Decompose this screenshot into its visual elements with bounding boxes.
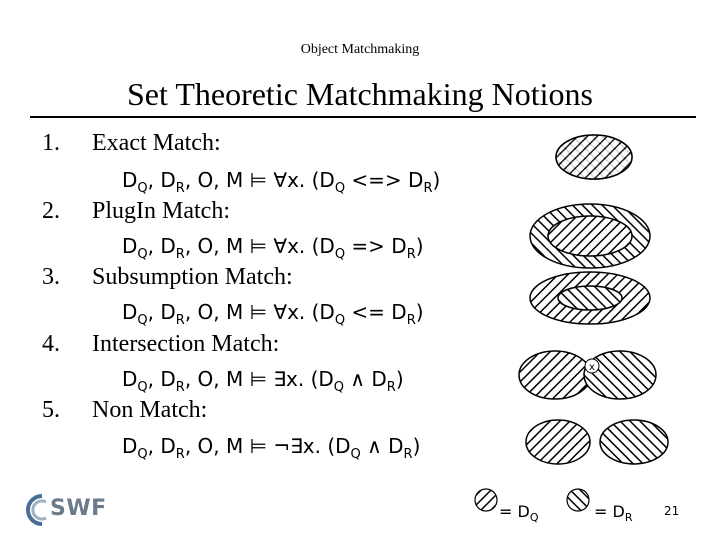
exact-match-diagram xyxy=(555,134,633,180)
intersection-mark: x xyxy=(589,362,595,373)
subsumption-match-diagram xyxy=(529,271,651,325)
title-divider xyxy=(30,116,696,118)
plugin-match-diagram xyxy=(529,203,651,269)
swf-logo-text: SWF xyxy=(50,496,107,521)
legend-q-label: = DQ xyxy=(499,502,539,525)
item-label: Intersection Match: xyxy=(92,331,280,357)
item-number: 3. xyxy=(42,264,60,290)
item-formula: DQ, DR, O, M ⊨ ∀x. (DQ <= DR) xyxy=(122,300,424,328)
item-formula: DQ, DR, O, M ⊨ ¬∃x. (DQ ∧ DR) xyxy=(122,434,421,462)
item-formula: DQ, DR, O, M ⊨ ∃x. (DQ ∧ DR) xyxy=(122,367,404,395)
item-number: 2. xyxy=(42,198,60,224)
page-number: 21 xyxy=(664,504,680,518)
legend-r-label: = DR xyxy=(594,502,633,525)
swf-logo-icon xyxy=(26,494,47,526)
slide-title: Set Theoretic Matchmaking Notions xyxy=(127,76,593,112)
item-label: Subsumption Match: xyxy=(92,264,293,290)
item-number: 5. xyxy=(42,397,60,423)
item-label: Exact Match: xyxy=(92,130,221,156)
slide-header: Object Matchmaking xyxy=(300,42,420,57)
legend-r-swatch xyxy=(566,488,590,512)
item-formula: DQ, DR, O, M ⊨ ∀x. (DQ => DR) xyxy=(122,234,424,262)
item-number: 1. xyxy=(42,130,60,156)
item-label: PlugIn Match: xyxy=(92,198,230,224)
item-number: 4. xyxy=(42,331,60,357)
item-formula: DQ, DR, O, M ⊨ ∀x. (DQ <=> DR) xyxy=(122,168,441,196)
legend-q-swatch xyxy=(474,488,498,512)
item-label: Non Match: xyxy=(92,397,208,423)
non-match-diagram xyxy=(525,419,669,465)
intersection-match-diagram: x xyxy=(518,350,657,400)
